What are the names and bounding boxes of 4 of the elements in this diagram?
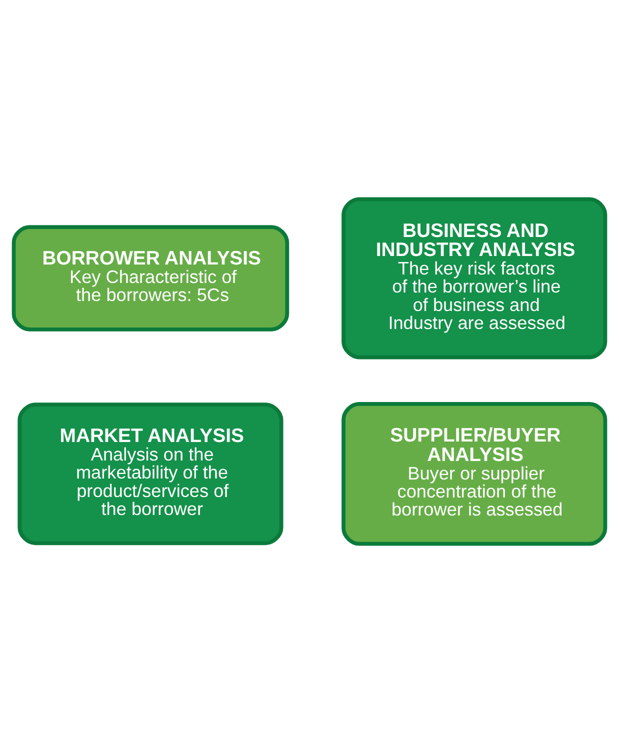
node-box: SUPPLIER/BUYER ANALYSIS Buyer or supplier concentration of the borrower is assessed <box>342 402 608 546</box>
node-box: MARKET ANALYSIS Analysis on the marketability of the product/services of the borrower <box>18 402 284 546</box>
node-box: BUSINESS AND INDUSTRY ANALYSIS The key risk factors of the borrower’s line of business and Industry are assessed <box>342 197 608 360</box>
node-box: BORROWER ANALYSIS Key Characteristic of the borrowers: 5Cs <box>12 225 290 332</box>
